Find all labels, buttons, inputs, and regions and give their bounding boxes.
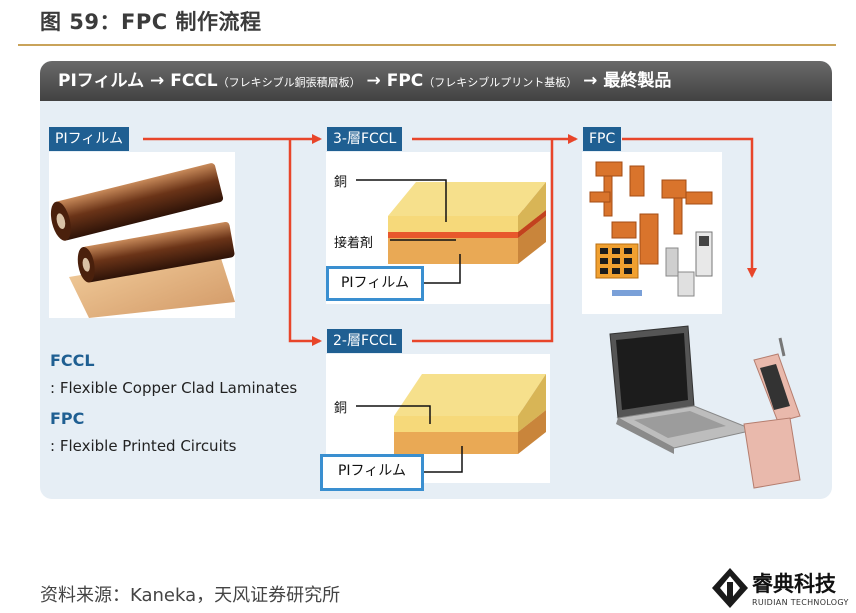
terminology-legend: FCCL : Flexible Copper Clad Laminates FP…: [50, 348, 330, 464]
title-rule: [18, 44, 836, 46]
brand-name: 睿典科技: [752, 572, 836, 596]
tag-3-layer-fccl: 3-層FCCL: [327, 127, 403, 151]
tag-2-layer-fccl: 2-層FCCL: [327, 329, 403, 353]
source-note: 资料来源：Kaneka，天风证券研究所: [40, 585, 341, 606]
brand-mark-icon: [712, 568, 748, 608]
fpc-boards-image: [582, 152, 722, 314]
brand-subtitle: RUIDIAN TECHNOLOGY: [752, 598, 849, 607]
legend-fpc-desc: : Flexible Printed Circuits: [50, 437, 237, 455]
header-arrow-1: →: [144, 71, 171, 91]
fccl3-copper-label: 銅: [334, 175, 348, 190]
fccl3-layer-diagram: 銅 接着剤 PIフィルム: [326, 152, 550, 304]
header-arrow-2: →: [360, 71, 387, 91]
header-arrow-3: →: [577, 71, 604, 91]
header-fpc: FPC: [386, 71, 424, 91]
fccl2-copper-label: 銅: [334, 401, 348, 416]
fccl3-pi-label: PIフィルム: [326, 266, 424, 301]
legend-fccl-desc: : Flexible Copper Clad Laminates: [50, 379, 298, 397]
header-fpc-note: （フレキシブルプリント基板）: [423, 76, 578, 89]
figure-title: 图 59：FPC 制作流程: [40, 10, 262, 34]
header-fccl: FCCL: [170, 71, 218, 91]
brand-logo: 睿典科技 RUIDIAN TECHNOLOGY: [710, 566, 856, 613]
legend-fccl-term: FCCL: [50, 351, 95, 370]
legend-fpc-term: FPC: [50, 409, 85, 428]
header-final: 最終製品: [603, 71, 672, 91]
end-products-image: [609, 325, 801, 489]
process-header: PIフィルム → FCCL（フレキシブル銅張積層板） → FPC（フレキシブルプ…: [40, 61, 832, 101]
fccl3-adhesive-label: 接着剤: [334, 236, 374, 251]
header-fccl-note: （フレキシブル銅張積層板）: [217, 76, 361, 89]
header-pi: PIフィルム: [58, 71, 145, 91]
fccl2-pi-label: PIフィルム: [320, 454, 424, 491]
tag-pi-film: PIフィルム: [49, 127, 130, 151]
tag-fpc: FPC: [583, 127, 622, 151]
fccl2-layer-diagram: 銅 PIフィルム: [320, 354, 550, 491]
pi-film-rolls-image: [49, 152, 235, 318]
